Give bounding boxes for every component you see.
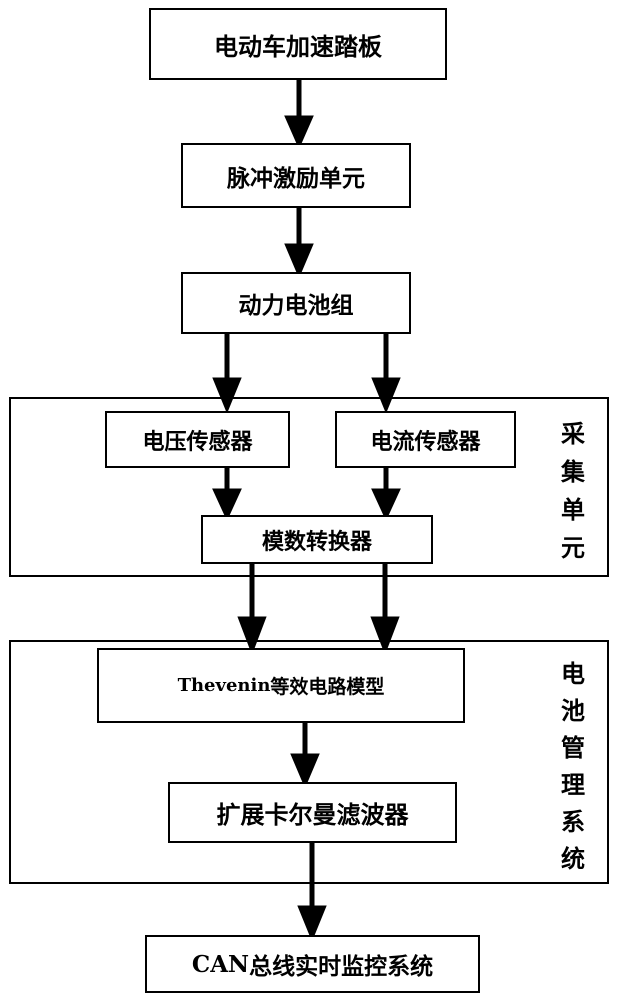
voltage-sensor-box: 电压传感器 — [105, 411, 290, 468]
acquisition-char: 元 — [561, 534, 585, 562]
thevenin-label-cn: 等效电路模型 — [270, 676, 385, 698]
bms-label: 电 池 管 理 系 统 — [553, 656, 593, 878]
arrow-pulse-to-battery — [284, 208, 314, 279]
pulse-excitation-box: 脉冲激励单元 — [181, 143, 411, 208]
bms-group — [9, 640, 609, 884]
arrow-pedal-to-pulse — [284, 80, 314, 150]
pedal-box: 电动车加速踏板 — [149, 8, 447, 80]
battery-pack-box: 动力电池组 — [181, 272, 411, 334]
arrow-ekf-to-can — [297, 843, 327, 942]
arrow-battery-to-current-sensor — [371, 334, 401, 414]
can-label-en: CAN — [191, 950, 250, 978]
adc-label: 模数转换器 — [261, 529, 372, 555]
bms-char: 系 — [561, 808, 585, 836]
arrow-current-sensor-to-adc — [371, 468, 401, 522]
ekf-label: 扩展卡尔曼滤波器 — [216, 801, 409, 829]
bms-char: 统 — [561, 845, 585, 873]
acquisition-char: 集 — [561, 458, 585, 486]
pulse-label: 脉冲激励单元 — [227, 165, 365, 192]
acquisition-char: 单 — [561, 496, 585, 524]
arrow-adc-to-thevenin-right — [370, 564, 400, 656]
acquisition-char: 采 — [561, 420, 585, 448]
voltage-sensor-label: 电压传感器 — [142, 429, 253, 455]
arrow-voltage-sensor-to-adc — [212, 468, 242, 522]
arrow-thevenin-to-ekf — [290, 723, 320, 789]
current-sensor-box: 电流传感器 — [335, 411, 516, 468]
ekf-box: 扩展卡尔曼滤波器 — [168, 782, 457, 843]
current-sensor-label: 电流传感器 — [370, 429, 481, 455]
bms-char: 池 — [561, 697, 585, 725]
thevenin-label-en: Thevenin — [177, 675, 271, 696]
arrow-battery-to-voltage-sensor — [212, 334, 242, 414]
can-label-cn: 总线实时监控系统 — [249, 954, 434, 980]
bms-char: 管 — [561, 734, 585, 762]
bms-char: 理 — [561, 771, 585, 799]
pedal-label: 电动车加速踏板 — [214, 32, 382, 61]
battery-label: 动力电池组 — [238, 293, 354, 319]
arrow-adc-to-thevenin-left — [237, 564, 267, 656]
adc-box: 模数转换器 — [201, 515, 433, 564]
acquisition-unit-group — [9, 397, 609, 577]
bms-char: 电 — [561, 660, 585, 688]
acquisition-unit-label: 采 集 单 元 — [553, 415, 593, 567]
